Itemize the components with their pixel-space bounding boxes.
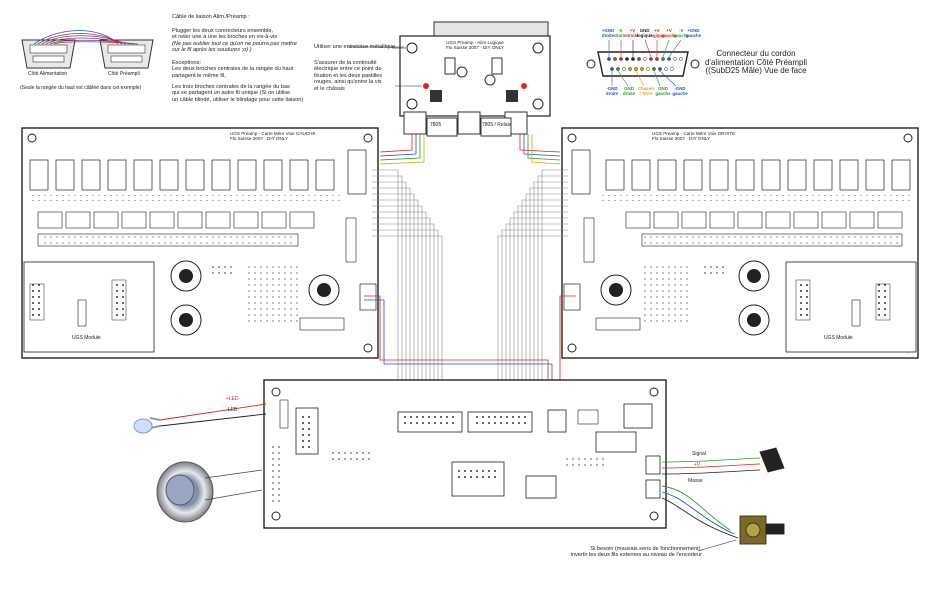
masse-label: Masse [688, 478, 703, 484]
note-spacer: Utiliser une entretoise métallique [314, 44, 396, 50]
cable-note-title: Câble de liaison Alim./Préamp : [172, 14, 250, 20]
subd-connector-title: Connecteur du cordon d'alimentation Côté… [704, 49, 808, 76]
push-button-drawing [156, 461, 263, 523]
bottom-board-drawing [263, 379, 667, 529]
left-board-title: UGS Preamp - Carte Mère Voie GAUCHE Flo … [230, 131, 316, 142]
label-side-preamp: Côté Préampli [108, 71, 140, 77]
ribbon-cables [372, 169, 568, 380]
subd-pin-label: +V logique [648, 28, 665, 38]
subd-pin-label: +GND gauche [685, 28, 702, 38]
cable-note-shield: Les trois broches centrales de la rangée… [172, 84, 304, 103]
subd-pin-label: -GND droite [605, 86, 619, 96]
power-wires [364, 134, 576, 405]
led-plus-label: +LED [226, 396, 239, 402]
logic-board [392, 21, 551, 137]
db25-cable-drawing [21, 30, 154, 69]
label-cable-example: (Seule la rangée du haut est câblée dans… [20, 85, 142, 91]
left-board-drawing [21, 127, 379, 359]
cable-note-plug: Plugger les deux connecteurs ensemble, e… [172, 28, 278, 41]
led-drawing [133, 403, 267, 434]
subd25-connector [586, 39, 700, 87]
subd-pin-label: -GND gauche [672, 86, 688, 96]
subd-pin-label: -V gauche [673, 28, 689, 38]
subd-pin-label: -V droite [614, 28, 627, 38]
ir-signal-label: Signal [692, 451, 706, 457]
subd-pin-label: +GND droite [601, 28, 615, 38]
right-board-drawing [561, 127, 919, 359]
label-side-alim: Côté Alimentation [28, 71, 68, 77]
ir-receiver-drawing [661, 447, 785, 475]
cable-note-reminder: (Ne pas oublier tout ce qu'on ne pourra … [172, 41, 297, 54]
logic-board-title: UGS Preamp - Alim Logique Flo Suisse 200… [445, 40, 505, 51]
subd-pin-label: GND droite [622, 86, 636, 96]
subd-pin-label: GND gauche [655, 86, 671, 96]
subd-pin-label: Chassis / Terre [638, 86, 655, 96]
logic-board-reg2: 7805 / Relais [482, 122, 512, 128]
note-continuity: S'assurer de la continuité électrique en… [314, 60, 383, 92]
right-board-title: UGS Preamp - Carte Mère Voie DROITE Flo … [652, 131, 736, 142]
encoder-drawing [661, 485, 785, 545]
right-module-label: UGS Module [824, 335, 853, 341]
ir-plusv-label: +V [694, 462, 701, 468]
encoder-note: Si besoin (mauvais sens de fonctionnemen… [570, 546, 702, 559]
logic-board-reg1: 7805 [430, 122, 442, 128]
subd-pin-label: GND logique [636, 28, 653, 38]
subd-pin-label: +V gauche [661, 28, 677, 38]
note-pointers [348, 46, 737, 552]
left-module-label: UGS Module [72, 335, 101, 341]
cable-note-exceptions: Exceptions: Les deux broches centrales d… [172, 60, 294, 79]
subd-pin-label: +V droite [626, 28, 639, 38]
led-minus-label: -LED [226, 407, 238, 413]
